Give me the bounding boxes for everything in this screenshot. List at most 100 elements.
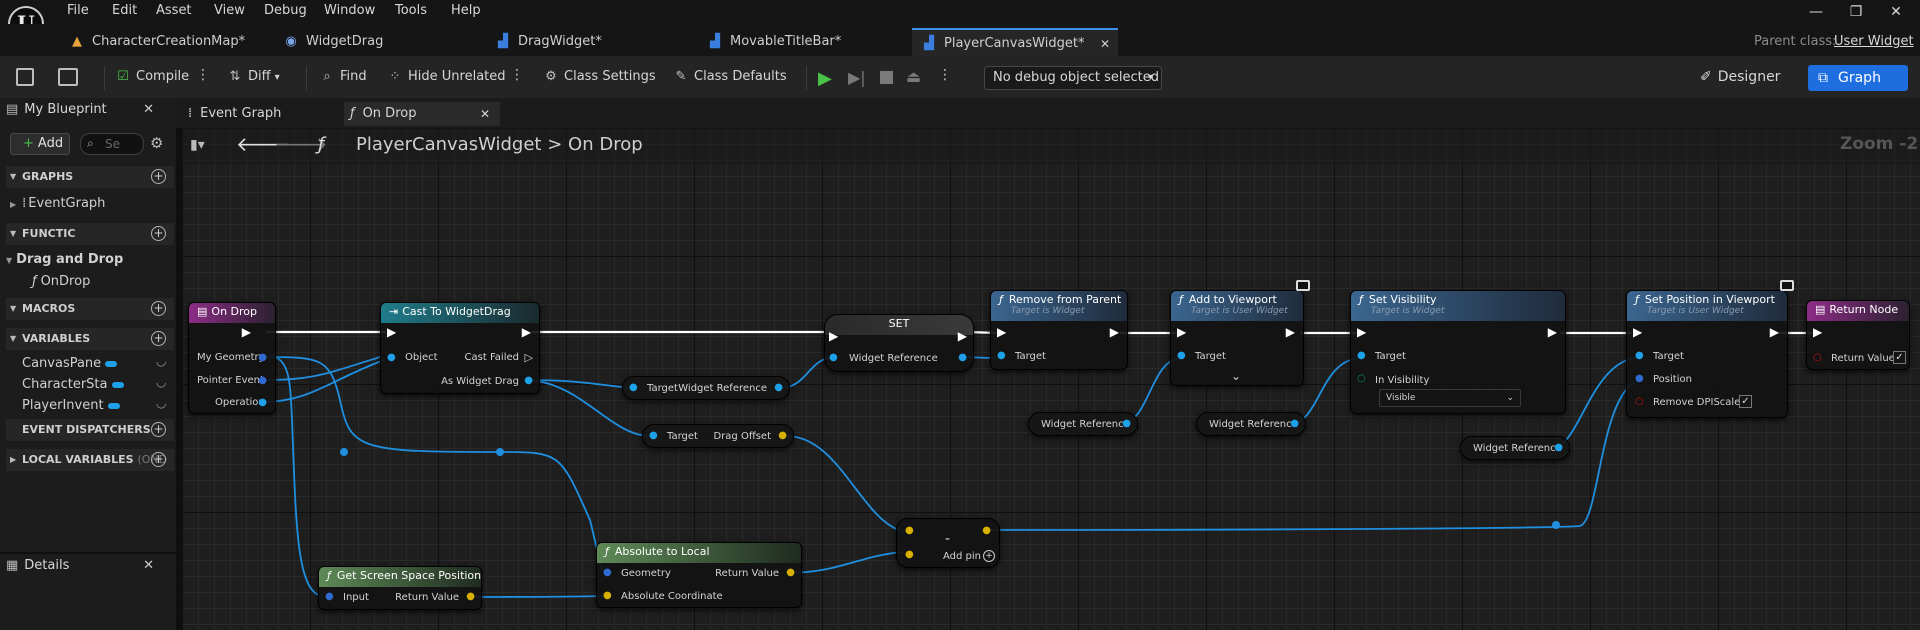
object-pin-icon[interactable]: ● bbox=[524, 375, 533, 386]
add-function-icon[interactable]: + bbox=[151, 226, 166, 241]
add-variable-icon[interactable]: + bbox=[151, 331, 166, 346]
menu-help[interactable]: Help bbox=[451, 3, 481, 18]
breadcrumb-root[interactable]: PlayerCanvasWidget bbox=[356, 134, 542, 155]
section-graphs[interactable]: ▼GRAPHS+ bbox=[6, 166, 174, 188]
section-variables[interactable]: ▼VARIABLES+ bbox=[6, 328, 174, 350]
node-subtract[interactable]: ● ● - ● Add pin + bbox=[896, 518, 1000, 568]
exec-out-pin-icon[interactable]: ▶ bbox=[521, 325, 531, 339]
section-event-dispatchers[interactable]: EVENT DISPATCHERS+ bbox=[6, 419, 174, 441]
bool-pin-icon[interactable]: ○ bbox=[1635, 396, 1644, 407]
section-functions[interactable]: ▼FUNCTIC+ bbox=[6, 223, 174, 245]
details-tab[interactable]: ▦Details ✕ bbox=[6, 558, 164, 578]
exec-out-pin-icon[interactable]: ▶ bbox=[957, 329, 967, 343]
stop-icon[interactable] bbox=[880, 71, 893, 84]
add-local-variable-icon[interactable]: + bbox=[151, 452, 166, 467]
doc-tab-playercanvaswidget[interactable]: ▟PlayerCanvasWidget* ✕ bbox=[912, 28, 1118, 56]
blueprint-search-input[interactable]: ⌕Se bbox=[80, 133, 144, 155]
exec-in-pin-icon[interactable]: ▶ bbox=[1357, 325, 1367, 339]
vector-pin-icon[interactable]: ● bbox=[466, 591, 475, 602]
node-on-drop[interactable]: ▤On Drop ▶ My Geometry Pointer Event Ope… bbox=[188, 302, 276, 414]
variable-item-canvaspane[interactable]: CanvasPane bbox=[22, 356, 118, 371]
my-blueprint-tab[interactable]: ▤My Blueprint ✕ bbox=[6, 102, 164, 122]
node-set[interactable]: SET ▶ ▶ ● Widget Reference ● bbox=[824, 314, 974, 372]
tree-item-eventgraph[interactable]: ▶⁞EventGraph bbox=[10, 196, 105, 211]
vector-pin-icon[interactable]: ● bbox=[905, 549, 914, 560]
graph-mode-button[interactable]: ⧉Graph bbox=[1808, 65, 1908, 91]
add-graph-icon[interactable]: + bbox=[151, 169, 166, 184]
object-pin-icon[interactable]: ● bbox=[387, 352, 396, 363]
compile-button[interactable]: ☑Compile bbox=[114, 68, 189, 88]
variable-item-playerinvent[interactable]: PlayerInvent bbox=[22, 398, 120, 413]
debug-object-select[interactable]: No debug object selected▾ bbox=[984, 66, 1162, 90]
doc-tab-widgetdrag[interactable]: ◉WidgetDrag bbox=[284, 28, 383, 56]
exec-out-pin-icon[interactable]: ▷ bbox=[524, 351, 533, 364]
browse-icon[interactable] bbox=[58, 68, 78, 86]
add-pin-icon[interactable]: + bbox=[983, 550, 995, 562]
parent-class-link[interactable]: User Widget bbox=[1834, 34, 1914, 49]
object-pin-icon[interactable]: ● bbox=[1554, 442, 1563, 453]
vector-pin-icon[interactable]: ● bbox=[603, 590, 612, 601]
variable-item-charactersta[interactable]: CharacterSta bbox=[22, 377, 124, 392]
struct-pin-icon[interactable]: ● bbox=[258, 375, 267, 386]
doc-tab-movabletitlebar[interactable]: ▟MovableTitleBar* bbox=[708, 28, 841, 56]
menu-debug[interactable]: Debug bbox=[264, 3, 307, 18]
exec-in-pin-icon[interactable]: ▶ bbox=[387, 325, 397, 339]
play-icon[interactable]: ▶ bbox=[818, 68, 832, 89]
object-pin-icon[interactable]: ● bbox=[829, 352, 838, 363]
vector-pin-icon[interactable]: ● bbox=[786, 567, 795, 578]
eye-icon[interactable]: ◡ bbox=[156, 354, 167, 368]
gear-icon[interactable]: ⚙ bbox=[150, 134, 164, 152]
object-pin-icon[interactable]: ● bbox=[1122, 418, 1131, 429]
menu-tools[interactable]: Tools bbox=[395, 3, 428, 18]
exec-out-pin-icon[interactable]: ▶ bbox=[1285, 325, 1295, 339]
doc-tab-dragwidget[interactable]: ▟DragWidget* bbox=[496, 28, 602, 56]
object-pin-icon[interactable]: ● bbox=[1177, 350, 1186, 361]
menu-window[interactable]: Window bbox=[324, 3, 376, 18]
menu-edit[interactable]: Edit bbox=[112, 3, 138, 18]
checkbox-checked-icon[interactable]: ✓ bbox=[1739, 395, 1752, 408]
back-arrow-icon[interactable]: 🡐 bbox=[236, 132, 290, 156]
more-options-icon[interactable]: ⋮ bbox=[510, 67, 524, 83]
struct-pin-icon[interactable]: ● bbox=[325, 591, 334, 602]
object-pin-icon[interactable]: ● bbox=[774, 382, 783, 393]
find-button[interactable]: ⌕Find bbox=[318, 68, 366, 88]
exec-out-pin-icon[interactable]: ▶ bbox=[1547, 325, 1557, 339]
section-macros[interactable]: ▼MACROS+ bbox=[6, 298, 174, 320]
eject-icon[interactable]: ⏏ bbox=[906, 67, 922, 86]
close-window-icon[interactable]: ✕ bbox=[1890, 4, 1902, 20]
step-icon[interactable]: ▶| bbox=[848, 68, 866, 87]
compile-options-icon[interactable]: ⋮ bbox=[196, 67, 210, 83]
designer-mode-button[interactable]: ✐Designer bbox=[1700, 66, 1780, 88]
node-widget-reference-getter[interactable]: Widget Reference ● bbox=[1460, 436, 1570, 460]
object-pin-icon[interactable]: ● bbox=[1635, 350, 1644, 361]
menu-file[interactable]: File bbox=[67, 3, 89, 18]
enum-pin-icon[interactable]: ○ bbox=[1357, 373, 1366, 384]
graph-tab-event-graph[interactable]: ⁞Event Graph bbox=[184, 102, 334, 126]
class-defaults-button[interactable]: ✎Class Defaults bbox=[672, 68, 787, 88]
object-pin-icon[interactable]: ● bbox=[649, 430, 658, 441]
object-pin-icon[interactable]: ● bbox=[258, 397, 267, 408]
exec-in-pin-icon[interactable]: ▶ bbox=[1813, 325, 1823, 339]
class-settings-button[interactable]: ⚙Class Settings bbox=[542, 68, 655, 88]
eye-icon[interactable]: ◡ bbox=[156, 396, 167, 410]
add-macro-icon[interactable]: + bbox=[151, 301, 166, 316]
close-panel-icon[interactable]: ✕ bbox=[143, 102, 154, 117]
add-pin-label[interactable]: Add pin bbox=[943, 551, 982, 562]
add-button[interactable]: +Add bbox=[10, 133, 70, 155]
object-pin-icon[interactable]: ● bbox=[629, 382, 638, 393]
node-cast-to-widgetdrag[interactable]: ⇥Cast To WidgetDrag ▶ ▶ ● Object Cast Fa… bbox=[380, 302, 540, 394]
exec-in-pin-icon[interactable]: ▶ bbox=[829, 329, 839, 343]
visibility-dropdown[interactable]: Visible⌄ bbox=[1379, 389, 1521, 407]
menu-asset[interactable]: Asset bbox=[156, 3, 192, 18]
doc-tab-charactercreationmap[interactable]: ▲CharacterCreationMap* bbox=[70, 28, 245, 56]
node-get-drag-offset[interactable]: ● Target Drag Offset ● bbox=[642, 424, 794, 448]
vector-pin-icon[interactable]: ● bbox=[778, 430, 787, 441]
exec-out-pin-icon[interactable]: ▶ bbox=[241, 325, 251, 339]
close-tab-icon[interactable]: ✕ bbox=[1099, 37, 1110, 51]
